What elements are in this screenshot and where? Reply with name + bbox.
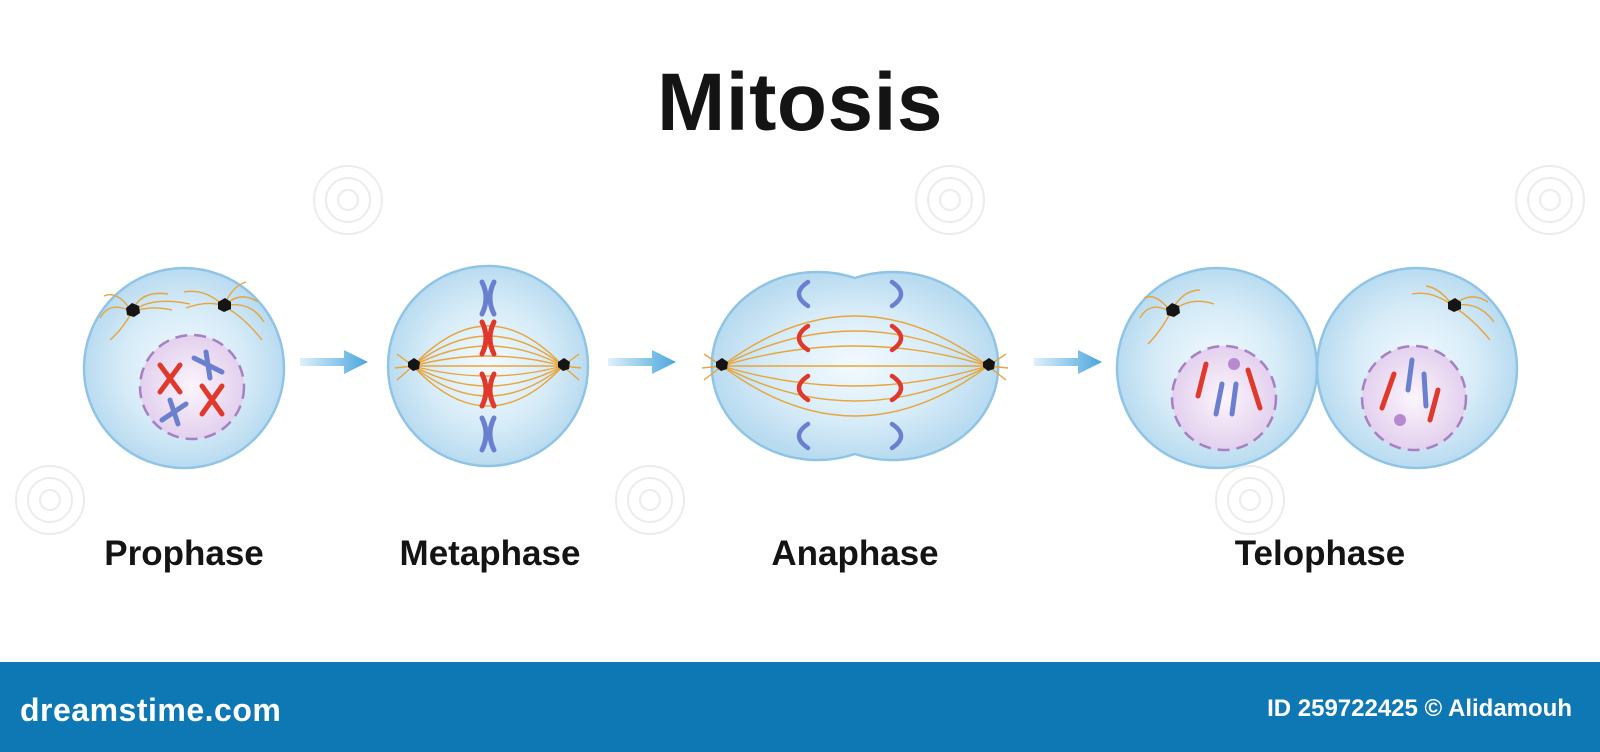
centrosome-icon <box>1166 303 1180 317</box>
brand-logo[interactable]: dreamstime.com <box>20 692 282 728</box>
arrow-right-icon <box>1034 350 1102 374</box>
prophase-nucleus <box>138 333 246 441</box>
dreamstime-swirl-icon <box>15 165 1585 535</box>
centrosome-icon <box>1448 298 1461 312</box>
mitosis-diagram <box>15 165 1585 535</box>
diagram-title: Mitosis <box>657 57 943 148</box>
centrosome-icon <box>126 303 140 317</box>
stage-label-anaphase: Anaphase <box>771 534 939 573</box>
anaphase-chromosomes <box>796 279 904 451</box>
metaphase-spindle-fibers <box>394 325 582 407</box>
stage-label-prophase: Prophase <box>104 534 264 573</box>
metaphase-chromosomes <box>479 279 497 453</box>
centrosome-icon <box>558 358 570 371</box>
footer-bar: dreamstime.com ID 259722425 © Alidamouh <box>0 662 1600 752</box>
centrosome-icon <box>983 358 995 371</box>
telophase-cells <box>1115 266 1519 470</box>
centrosome-icon <box>716 358 728 371</box>
telophase-nucleus-right <box>1360 344 1468 452</box>
centrosome-icon <box>408 358 420 371</box>
image-credit: ID 259722425 © Alidamouh <box>1267 695 1572 722</box>
anaphase-cell <box>701 270 1009 462</box>
telophase-nucleus-left <box>1170 344 1278 452</box>
telophase-chromosomes <box>1195 357 1441 423</box>
prophase-chromosomes <box>157 349 225 427</box>
stage-label-telophase: Telophase <box>1234 534 1406 573</box>
centrosome-icon <box>218 298 231 312</box>
stage-label-metaphase: Metaphase <box>399 534 581 573</box>
arrow-right-icon <box>608 350 676 374</box>
anaphase-spindle-fibers <box>701 315 1009 417</box>
metaphase-cell <box>386 264 590 468</box>
prophase-cell <box>82 266 286 470</box>
arrow-right-icon <box>300 350 368 374</box>
